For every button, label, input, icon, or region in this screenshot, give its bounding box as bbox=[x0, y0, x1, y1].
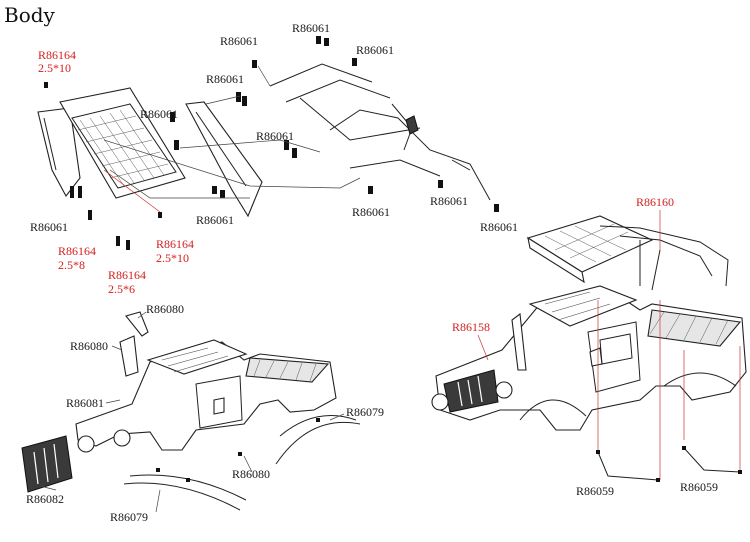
label-r86164-top: R86164 bbox=[38, 48, 76, 62]
label-r86061-4: R86061 bbox=[206, 72, 244, 86]
label-r86061-7: R86061 bbox=[196, 213, 234, 227]
rack-screws bbox=[44, 36, 499, 250]
rack-floor bbox=[59, 87, 186, 199]
label-r86164-bottom: R86164 bbox=[108, 268, 146, 282]
label-r86061-8: R86061 bbox=[352, 205, 390, 219]
snorkel-side-part bbox=[119, 335, 139, 377]
label-r86080-top: R86080 bbox=[146, 302, 184, 316]
rack-leaders bbox=[103, 65, 361, 213]
grille-part bbox=[21, 435, 73, 493]
fender-rear-part bbox=[275, 421, 361, 465]
body-leaders bbox=[39, 311, 345, 513]
label-r86061-5: R86061 bbox=[140, 107, 178, 121]
label-r86061-6: R86061 bbox=[256, 129, 294, 143]
rack-side-rail bbox=[185, 101, 263, 218]
label-r86164-left: R86164 bbox=[58, 244, 96, 258]
label-r86061-10: R86061 bbox=[480, 220, 518, 234]
label-r86061-2: R86061 bbox=[292, 21, 330, 35]
body-pins bbox=[596, 300, 742, 482]
diagram-title: Body bbox=[4, 3, 56, 27]
leader-r86158 bbox=[477, 334, 489, 361]
label-r86059-left: R86059 bbox=[576, 484, 614, 498]
label-r86160: R86160 bbox=[636, 195, 674, 209]
label-r86061-3: R86061 bbox=[356, 43, 394, 57]
label-r86164-left-size: 2.5*8 bbox=[58, 258, 85, 272]
roof-rack-exploded bbox=[37, 63, 491, 218]
label-r86061-9: R86061 bbox=[430, 194, 468, 208]
label-r86079-rear: R86079 bbox=[346, 405, 384, 419]
label-r86059-right: R86059 bbox=[680, 480, 718, 494]
roof-rack-assembled bbox=[526, 215, 729, 291]
label-r86079-front: R86079 bbox=[110, 510, 148, 524]
label-r86061-11: R86061 bbox=[30, 220, 68, 234]
label-r86080-side: R86080 bbox=[70, 339, 108, 353]
fender-front-part bbox=[123, 482, 241, 511]
body-exploded bbox=[21, 311, 361, 511]
label-r86082: R86082 bbox=[26, 492, 64, 506]
label-r86164-top-size: 2.5*10 bbox=[38, 61, 71, 75]
label-r86164-mid: R86164 bbox=[156, 237, 194, 251]
label-r86081: R86081 bbox=[66, 396, 104, 410]
roll-cage bbox=[269, 63, 491, 201]
label-r86061-1: R86061 bbox=[220, 34, 258, 48]
snorkel-top-part bbox=[125, 311, 149, 337]
body-assembled bbox=[431, 285, 747, 431]
label-r86158: R86158 bbox=[452, 320, 490, 334]
label-r86080-base: R86080 bbox=[232, 467, 270, 481]
label-r86164-bottom-size: 2.5*6 bbox=[108, 282, 135, 296]
label-r86164-mid-size: 2.5*10 bbox=[156, 251, 189, 265]
